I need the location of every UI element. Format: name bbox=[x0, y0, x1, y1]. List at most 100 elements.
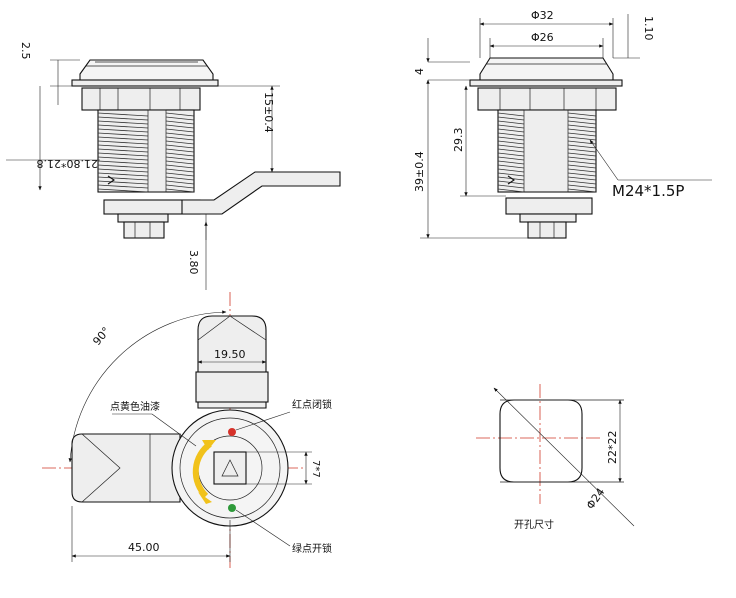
top-dim-key-size: 7*7 bbox=[310, 460, 321, 478]
top-left-arm bbox=[71, 433, 181, 503]
thread-line bbox=[97, 160, 149, 165]
thread-line bbox=[97, 112, 149, 117]
thread-line bbox=[97, 116, 149, 121]
thread-line bbox=[497, 132, 525, 137]
thread-line bbox=[497, 112, 525, 117]
side-nut bbox=[477, 87, 617, 111]
thread-line bbox=[567, 164, 597, 169]
thread-line bbox=[497, 144, 525, 149]
thread-line bbox=[567, 124, 597, 129]
thread-line bbox=[497, 168, 525, 173]
thread-line bbox=[497, 124, 525, 129]
thread-line bbox=[97, 184, 149, 189]
front-dim-length: 15±0.4 bbox=[262, 92, 275, 133]
thread-line bbox=[567, 184, 597, 189]
front-flange bbox=[71, 79, 219, 87]
cutout-dim-dia: Φ24 bbox=[584, 486, 608, 512]
thread-line bbox=[165, 144, 195, 149]
side-dim-top-gap: 1.10 bbox=[642, 16, 655, 41]
thread-line bbox=[567, 176, 597, 181]
top-dim-rotation: 90° bbox=[90, 325, 112, 348]
thread-line bbox=[165, 112, 195, 117]
side-thread-spec: M24*1.5P bbox=[612, 182, 684, 200]
thread-line bbox=[97, 156, 149, 161]
green-dot bbox=[228, 504, 236, 512]
side-view: Φ32 Φ26 1.10 4 39±0.4 29.3 M24*1.5P bbox=[413, 9, 712, 239]
cutout-outline bbox=[499, 399, 583, 483]
thread-line bbox=[497, 148, 525, 153]
thread-line bbox=[567, 156, 597, 161]
thread-line bbox=[567, 152, 597, 157]
thread-line bbox=[567, 188, 597, 193]
front-dim-arm-offset: 3.80 bbox=[187, 250, 200, 275]
thread-line bbox=[165, 176, 195, 181]
thread-line bbox=[567, 112, 597, 117]
thread-line bbox=[97, 132, 149, 137]
thread-line bbox=[567, 144, 597, 149]
thread-line bbox=[497, 152, 525, 157]
thread-line bbox=[165, 152, 195, 157]
thread-line bbox=[567, 120, 597, 125]
thread-line bbox=[165, 120, 195, 125]
thread-line bbox=[567, 168, 597, 173]
label-red-dot: 红点闭锁 bbox=[292, 398, 332, 411]
thread-line bbox=[567, 180, 597, 185]
top-key-square bbox=[213, 451, 247, 485]
thread-line bbox=[567, 172, 597, 177]
thread-line bbox=[97, 136, 149, 141]
thread-line bbox=[97, 180, 149, 185]
cutout-title: 开孔尺寸 bbox=[514, 518, 554, 531]
thread-line bbox=[497, 120, 525, 125]
thread-line bbox=[497, 116, 525, 121]
thread-line bbox=[97, 128, 149, 133]
thread-line bbox=[497, 184, 525, 189]
side-dim-thread-len: 29.3 bbox=[452, 128, 465, 153]
thread-line bbox=[165, 124, 195, 129]
cutout-view: 22*22 Φ24 开孔尺寸 bbox=[476, 384, 635, 531]
top-view: 90° 19.50 45.00 7*7 点黄色油漆 红点闭锁 绿点开锁 bbox=[42, 292, 332, 568]
red-dot bbox=[228, 428, 236, 436]
thread-line bbox=[165, 140, 195, 145]
thread-line bbox=[97, 164, 149, 169]
thread-line bbox=[497, 136, 525, 141]
cutout-dim-square: 22*22 bbox=[606, 431, 619, 465]
side-dim-total-len: 39±0.4 bbox=[413, 151, 426, 192]
thread-line bbox=[165, 168, 195, 173]
thread-line bbox=[497, 160, 525, 165]
thread-line bbox=[97, 120, 149, 125]
thread-line bbox=[97, 176, 149, 181]
thread-line bbox=[165, 188, 195, 193]
thread-line bbox=[165, 164, 195, 169]
thread-line bbox=[165, 148, 195, 153]
thread-line bbox=[97, 140, 149, 145]
side-dim-flange-dia: Φ32 bbox=[531, 9, 554, 22]
front-dim-thread: 21.80*21.8 bbox=[37, 157, 98, 170]
thread-line bbox=[97, 168, 149, 173]
thread-line bbox=[497, 164, 525, 169]
thread-line bbox=[165, 116, 195, 121]
side-dim-body-dia: Φ26 bbox=[531, 31, 554, 44]
thread-line bbox=[165, 160, 195, 165]
top-dim-arm-length: 45.00 bbox=[128, 541, 160, 554]
thread-line bbox=[567, 148, 597, 153]
thread-line bbox=[567, 136, 597, 141]
front-cap bbox=[79, 59, 214, 81]
label-yellow-paint: 点黄色油漆 bbox=[110, 400, 160, 413]
thread-line bbox=[497, 188, 525, 193]
front-dim-flange-thickness: 2.5 bbox=[19, 42, 32, 60]
thread-line bbox=[97, 188, 149, 193]
thread-line bbox=[497, 172, 525, 177]
thread-line bbox=[165, 180, 195, 185]
thread-line bbox=[165, 132, 195, 137]
thread-line bbox=[97, 148, 149, 153]
thread-line bbox=[567, 132, 597, 137]
thread-line bbox=[567, 160, 597, 165]
thread-line bbox=[165, 136, 195, 141]
front-view: 2.5 15±0.4 21.80*21.8 3.80 bbox=[6, 42, 341, 290]
thread-line bbox=[497, 140, 525, 145]
thread-line bbox=[567, 128, 597, 133]
side-cap bbox=[479, 57, 614, 81]
thread-line bbox=[165, 156, 195, 161]
